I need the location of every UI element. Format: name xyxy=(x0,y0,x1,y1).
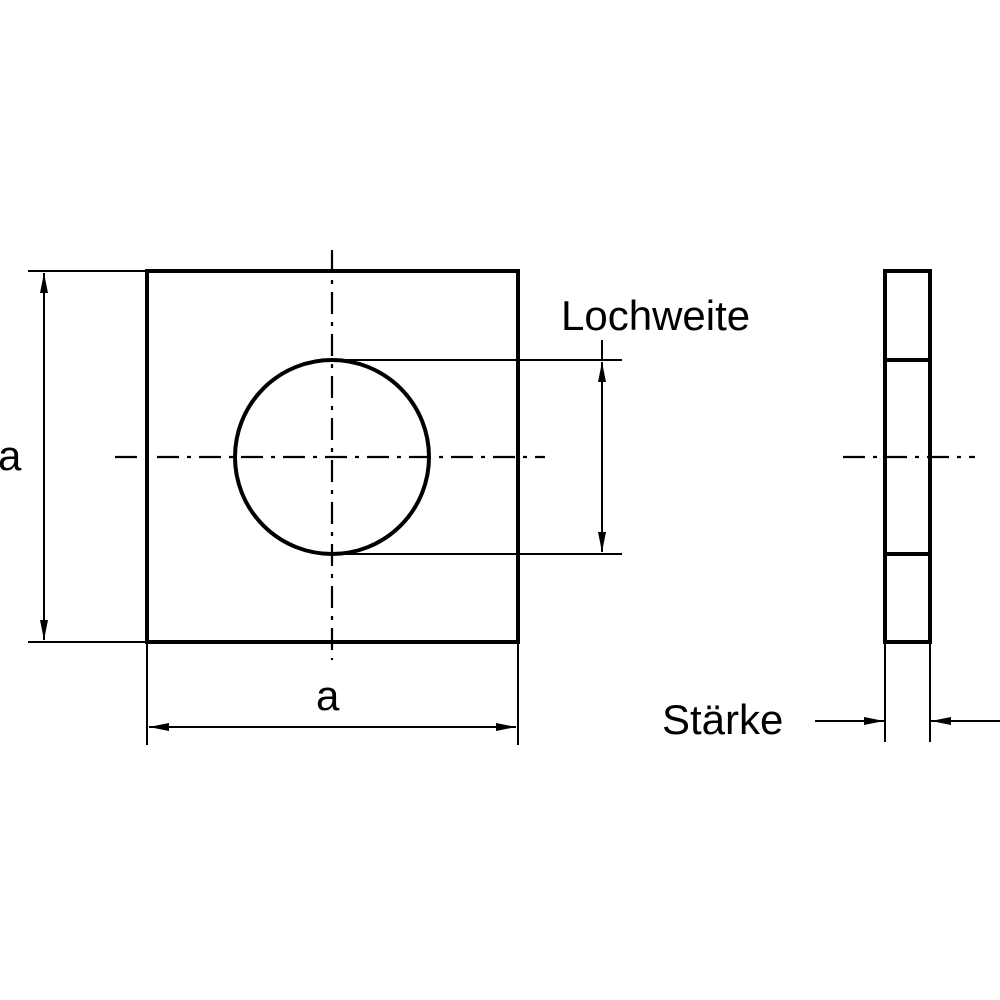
hole-label: Lochweite xyxy=(561,292,750,339)
side-view xyxy=(843,269,975,644)
width-label: a xyxy=(316,672,340,719)
thickness-label: Stärke xyxy=(662,696,783,743)
thickness-dimension: Stärke xyxy=(662,642,1000,743)
side-section-bottom xyxy=(883,552,932,644)
width-dimension: a xyxy=(146,642,519,745)
height-label: a xyxy=(0,432,22,479)
side-section-top xyxy=(883,269,932,362)
front-view xyxy=(115,250,545,660)
height-dimension: a xyxy=(0,270,147,643)
hole-dimension: Lochweite xyxy=(332,292,750,555)
